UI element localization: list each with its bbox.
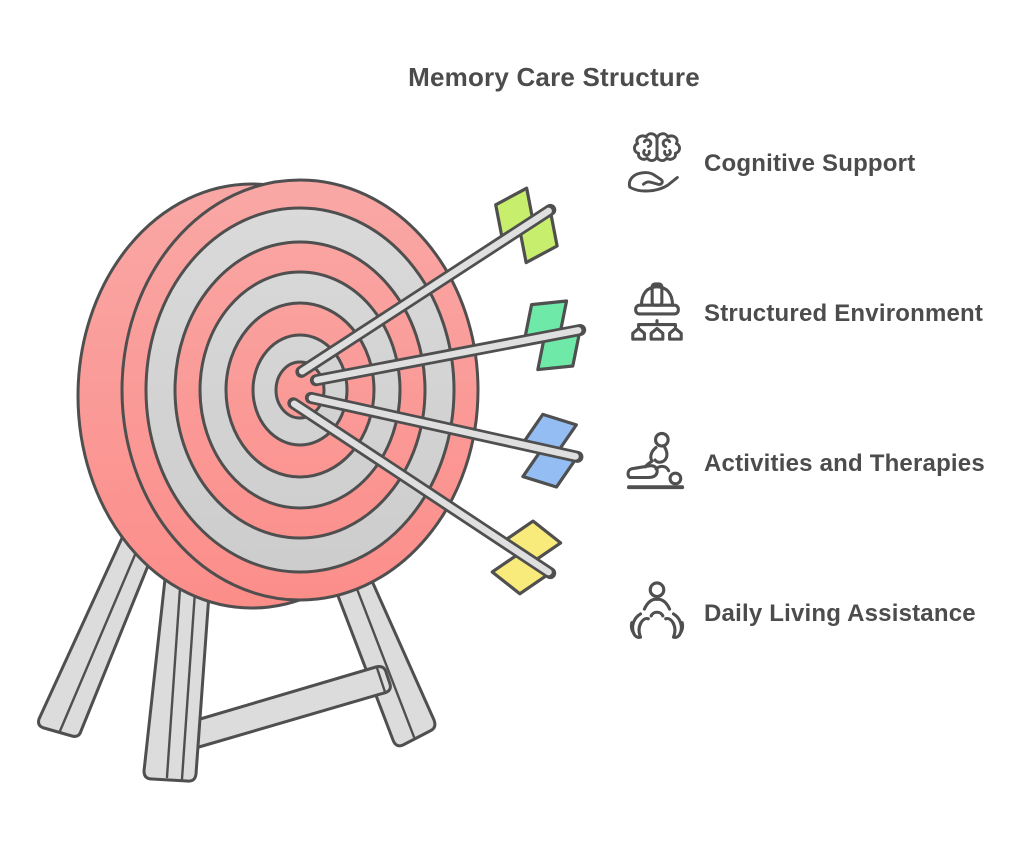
arrow-blue: [304, 391, 584, 489]
stand-right-leg-edge: [350, 574, 416, 739]
legend-item-cognitive-support: Cognitive Support: [626, 129, 915, 199]
legend-item-label: Structured Environment: [704, 300, 984, 327]
arrow-mint-shaft-highlight: [313, 327, 582, 384]
legend-item-daily-living: Daily Living Assistance: [626, 579, 976, 649]
arrow-green: [295, 186, 559, 378]
arrow-green-shaft-highlight: [298, 207, 552, 375]
person-in-hands-icon: [626, 578, 688, 651]
legend-item-label: Cognitive Support: [704, 150, 916, 177]
hard-hat-structure-icon: [626, 278, 688, 351]
legend-item-activities-therapies: Activities and Therapies: [626, 429, 985, 499]
massage-therapy-icon: [626, 428, 688, 501]
stand-crossbar: [188, 665, 392, 749]
arrow-yellow-shaft-highlight: [290, 400, 552, 576]
stand-middle-leg-edge-1: [165, 572, 183, 779]
legend-item-structured-environment: Structured Environment: [626, 279, 983, 349]
page-title: Memory Care Structure: [408, 62, 700, 92]
stand-left-leg: [37, 536, 158, 738]
arrow-blue-shaft-highlight: [308, 394, 579, 460]
legend-item-label: Daily Living Assistance: [704, 600, 976, 627]
target-stand: [37, 536, 437, 783]
stand-middle-leg: [142, 568, 212, 783]
target: [76, 178, 480, 610]
arrow-mint: [309, 299, 587, 387]
stand-middle-leg-edge-2: [180, 575, 198, 781]
stand-crossbar-endcap: [375, 666, 387, 694]
stand-left-leg-edge: [58, 541, 142, 733]
arrow-yellow: [287, 397, 563, 596]
legend-item-label: Activities and Therapies: [704, 450, 985, 477]
stand-right-leg: [328, 570, 437, 748]
brain-over-hand-icon: [626, 128, 688, 201]
